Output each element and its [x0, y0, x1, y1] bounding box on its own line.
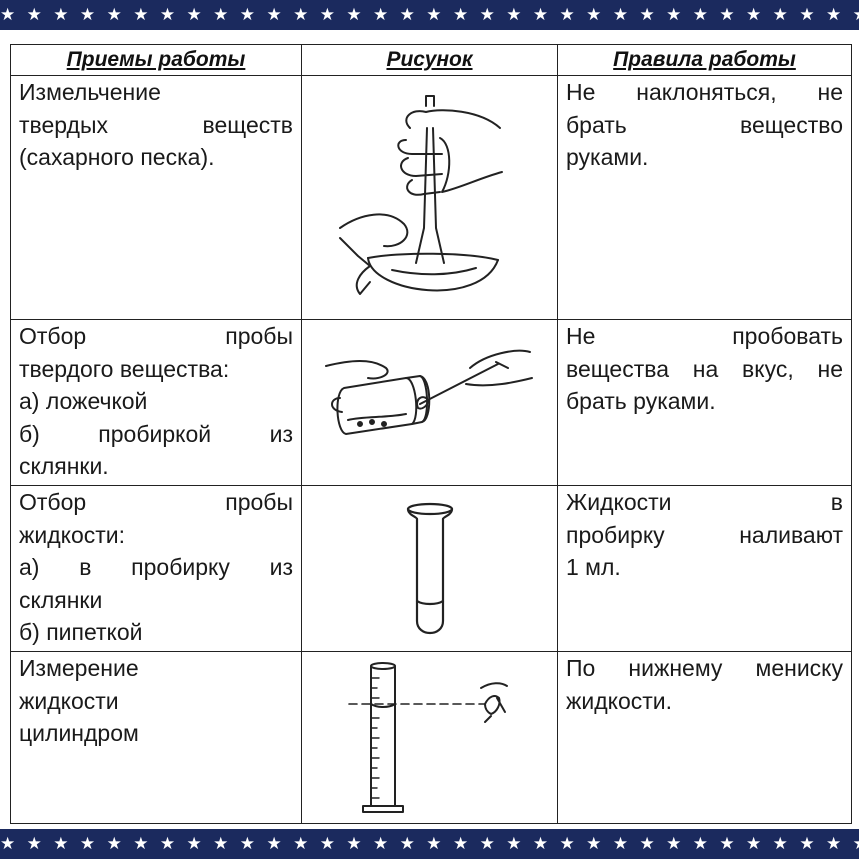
header-picture: Рисунок [301, 44, 558, 76]
picture-cell [301, 485, 558, 652]
rule-line: 1 мл. [566, 554, 621, 580]
star-border-bottom: ★ ★ ★ ★ ★ ★ ★ ★ ★ ★ ★ ★ ★ ★ ★ ★ ★ ★ ★ ★ … [0, 834, 859, 854]
technique-line: а) в пробирку из [19, 554, 293, 580]
technique-line: твердых веществ [19, 111, 293, 138]
technique-line: Измерение [19, 655, 139, 681]
technique-line: жидкости: [19, 521, 126, 548]
rule-cell: По нижнему мениску жидкости. [557, 651, 852, 824]
technique-line: б) пробиркой из [19, 420, 293, 447]
technique-line: склянки [19, 586, 103, 613]
document-sheet: Приемы работы Рисунок Правила работы Изм… [0, 30, 859, 829]
table-row: Измельчение твердых веществ (сахарного п… [10, 75, 852, 320]
star-border-top: ★ ★ ★ ★ ★ ★ ★ ★ ★ ★ ★ ★ ★ ★ ★ ★ ★ ★ ★ ★ … [0, 5, 859, 25]
graduated-cylinder-icon [347, 661, 508, 813]
rule-cell: Не наклоняться, не брать вещество руками… [557, 75, 852, 320]
picture-cell [301, 75, 558, 320]
rule-line: жидкости. [566, 687, 673, 714]
rule-line: Не наклоняться, не [566, 79, 843, 105]
picture-cell [301, 319, 558, 486]
header-techniques: Приемы работы [10, 44, 302, 76]
spoon-sampling-icon [324, 349, 533, 435]
technique-line: жидкости [19, 687, 119, 714]
mortar-pestle-icon [338, 94, 503, 295]
rule-line: пробирку наливают [566, 521, 843, 548]
technique-line: (сахарного песка). [19, 144, 215, 170]
picture-cell [301, 651, 558, 824]
technique-line: Измельчение [19, 79, 161, 105]
table-row: Отбор пробы твердого вещества: а) ложечк… [10, 319, 852, 486]
rule-cell: Не пробовать вещества на вкус, не брать … [557, 319, 852, 486]
table-row: Измерение жидкости цилиндром [10, 651, 852, 824]
lab-techniques-table: Приемы работы Рисунок Правила работы Изм… [10, 44, 852, 824]
technique-line: склянки. [19, 453, 109, 479]
technique-cell: Измельчение твердых веществ (сахарного п… [10, 75, 302, 320]
technique-line: Отбор пробы [19, 323, 293, 349]
technique-line: твердого вещества: [19, 355, 230, 382]
technique-line: б) пипеткой [19, 619, 143, 645]
technique-cell: Отбор пробы жидкости: а) в пробирку из с… [10, 485, 302, 652]
test-tube-icon [406, 502, 453, 634]
table-row: Отбор пробы жидкости: а) в пробирку из с… [10, 485, 852, 652]
rule-line: Не пробовать [566, 323, 843, 349]
rule-line: вещества на вкус, не [566, 355, 843, 382]
rule-line: брать руками. [566, 388, 716, 414]
rule-cell: Жидкости в пробирку наливают 1 мл. [557, 485, 852, 652]
rule-line: руками. [566, 144, 649, 170]
technique-cell: Измерение жидкости цилиндром [10, 651, 302, 824]
header-rules: Правила работы [557, 44, 852, 76]
rule-line: брать вещество [566, 111, 843, 138]
technique-line: Отбор пробы [19, 489, 293, 515]
rule-line: Жидкости в [566, 489, 843, 515]
technique-line: цилиндром [19, 720, 139, 746]
technique-line: а) ложечкой [19, 388, 148, 414]
table-header-row: Приемы работы Рисунок Правила работы [10, 44, 852, 76]
technique-cell: Отбор пробы твердого вещества: а) ложечк… [10, 319, 302, 486]
rule-line: По нижнему мениску [566, 655, 843, 681]
